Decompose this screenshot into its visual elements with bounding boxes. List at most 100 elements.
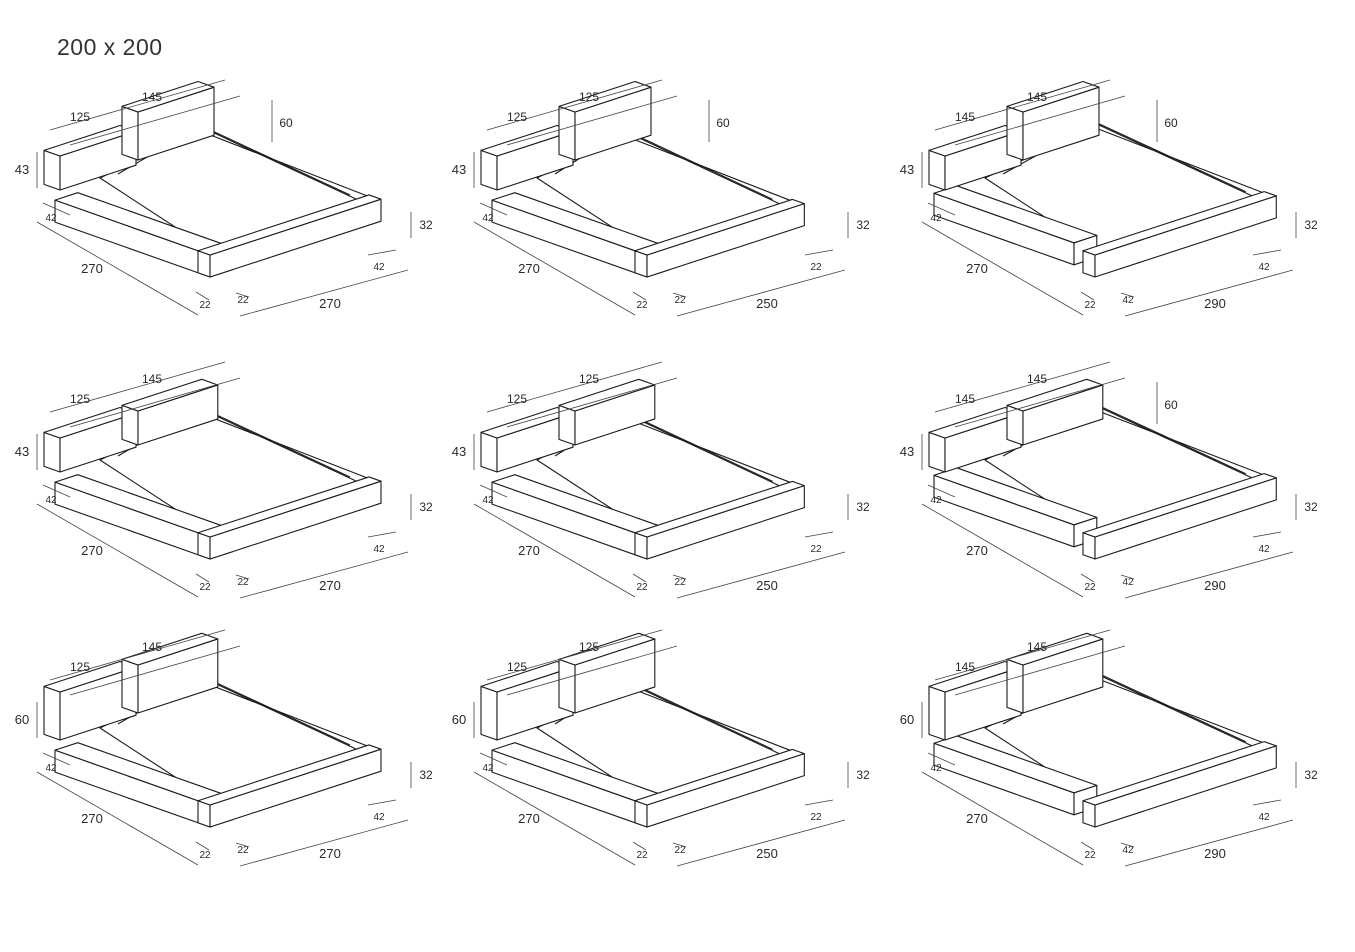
dim-label-foot-mid: 22 <box>674 295 686 306</box>
dim-label-top-right: 145 <box>1027 90 1047 104</box>
slat-rail-right <box>197 123 351 196</box>
page-title: 200 x 200 <box>57 34 163 60</box>
dim-label-depth-right: 42 <box>1258 812 1270 823</box>
dim-line-top-a <box>486 629 663 681</box>
dim-line-depth-right <box>804 531 834 538</box>
rail-front-face-top <box>197 476 382 538</box>
dim-label-height-left: 43 <box>900 162 914 177</box>
headboard-left-face-left <box>43 685 61 741</box>
slat-rail-right-inner <box>1098 406 1253 479</box>
headboard-right-face-top <box>1006 632 1104 666</box>
dim-label-length: 270 <box>518 543 540 558</box>
dim-line-top-b <box>954 95 1126 146</box>
dim-label-depth-left: 42 <box>45 763 57 774</box>
dim-label-foot-mid: 42 <box>1122 577 1134 588</box>
dim-label-top-left: 125 <box>70 392 90 406</box>
dim-line-depth-left <box>479 484 508 498</box>
dim-line-depth-right <box>367 799 397 806</box>
dim-line-length <box>36 771 199 866</box>
dim-line-depth-left <box>42 202 71 216</box>
dim-label-top-left: 125 <box>507 392 527 406</box>
dim-label-height-top: 60 <box>279 116 293 130</box>
dim-tick-foot-mid <box>672 842 687 848</box>
dim-label-foot-mid: 22 <box>674 845 686 856</box>
dim-line-top-b <box>954 645 1126 696</box>
dim-label-top-right: 125 <box>579 372 599 386</box>
dim-line-depth-left <box>479 752 508 766</box>
dim-label-depth-right: 42 <box>373 544 385 555</box>
dim-label-width: 270 <box>319 846 341 861</box>
rail-front-face-top <box>634 198 805 256</box>
dim-line-width <box>239 551 409 599</box>
dim-label-foot-mid: 22 <box>237 845 249 856</box>
dim-label-depth-left: 42 <box>45 495 57 506</box>
dim-label-height-left: 60 <box>900 712 914 727</box>
dim-tick-foot-left <box>195 291 210 301</box>
headboard-high-face-left <box>121 105 139 161</box>
dim-line-length <box>473 221 636 316</box>
rail-front-face-top <box>197 744 382 806</box>
headboard-right-face-left <box>558 658 576 714</box>
dim-line-depth-right <box>804 799 834 806</box>
headboard-left-face-left <box>480 431 498 473</box>
dim-line-top-b <box>69 645 241 696</box>
dim-line-depth-left <box>42 752 71 766</box>
dim-label-depth-right: 22 <box>810 262 822 273</box>
rail-front-face-top <box>1082 473 1277 538</box>
dim-label-height-left: 43 <box>452 162 466 177</box>
dim-label-height-right: 32 <box>1304 500 1318 514</box>
dim-label-depth-right: 42 <box>373 812 385 823</box>
dim-tick-foot-left <box>195 841 210 851</box>
slat-rail-right <box>1092 120 1247 193</box>
slat-rail-right <box>197 673 351 746</box>
dim-label-foot-left: 22 <box>1084 850 1096 861</box>
dim-label-foot-left: 22 <box>199 300 211 311</box>
dim-line-depth-left <box>927 484 956 498</box>
headboard-left-face-left <box>928 685 946 741</box>
dim-label-height-right: 32 <box>856 768 870 782</box>
dim-tick-foot-mid <box>1120 842 1135 848</box>
dim-tick-foot-left <box>632 291 647 301</box>
headboard-low-face-left <box>928 149 946 191</box>
dim-tick-foot-left <box>1080 573 1095 583</box>
dim-label-foot-left: 22 <box>636 300 648 311</box>
dim-tick-foot-mid <box>672 574 687 580</box>
dim-line-top-a <box>934 361 1111 413</box>
dim-line-top-a <box>934 629 1111 681</box>
dim-label-length: 270 <box>966 543 988 558</box>
dim-line-top-b <box>954 377 1126 428</box>
dim-label-height-top: 60 <box>1164 398 1178 412</box>
dim-label-height-left: 43 <box>15 444 29 459</box>
dim-line-top-a <box>49 629 226 681</box>
dim-line-top-b <box>506 95 678 146</box>
headboard-high-face-top <box>1006 80 1100 113</box>
dim-line-top-a <box>486 79 663 131</box>
headboard-right-face-top <box>121 632 219 666</box>
dim-label-top-right: 125 <box>579 90 599 104</box>
dim-tick-foot-left <box>1080 291 1095 301</box>
headboard-right-face-left <box>121 658 139 714</box>
dim-label-foot-left: 22 <box>1084 582 1096 593</box>
slat-rail-right <box>1092 402 1247 475</box>
dim-line-length <box>36 503 199 598</box>
dim-label-foot-mid: 42 <box>1122 845 1134 856</box>
dim-label-width: 250 <box>756 296 778 311</box>
dim-line-width <box>676 551 846 599</box>
dim-label-height-right: 32 <box>856 500 870 514</box>
dim-label-foot-left: 22 <box>1084 300 1096 311</box>
dim-label-depth-left: 42 <box>482 763 494 774</box>
dim-label-width: 250 <box>756 578 778 593</box>
dim-label-top-left: 125 <box>507 660 527 674</box>
headboard-left-face-left <box>43 431 61 473</box>
dim-line-depth-left <box>42 484 71 498</box>
dim-line-depth-left <box>927 752 956 766</box>
dim-tick-foot-left <box>195 573 210 583</box>
dim-line-depth-right <box>1252 249 1282 256</box>
dim-label-depth-left: 42 <box>930 213 942 224</box>
dim-line-width <box>239 269 409 317</box>
